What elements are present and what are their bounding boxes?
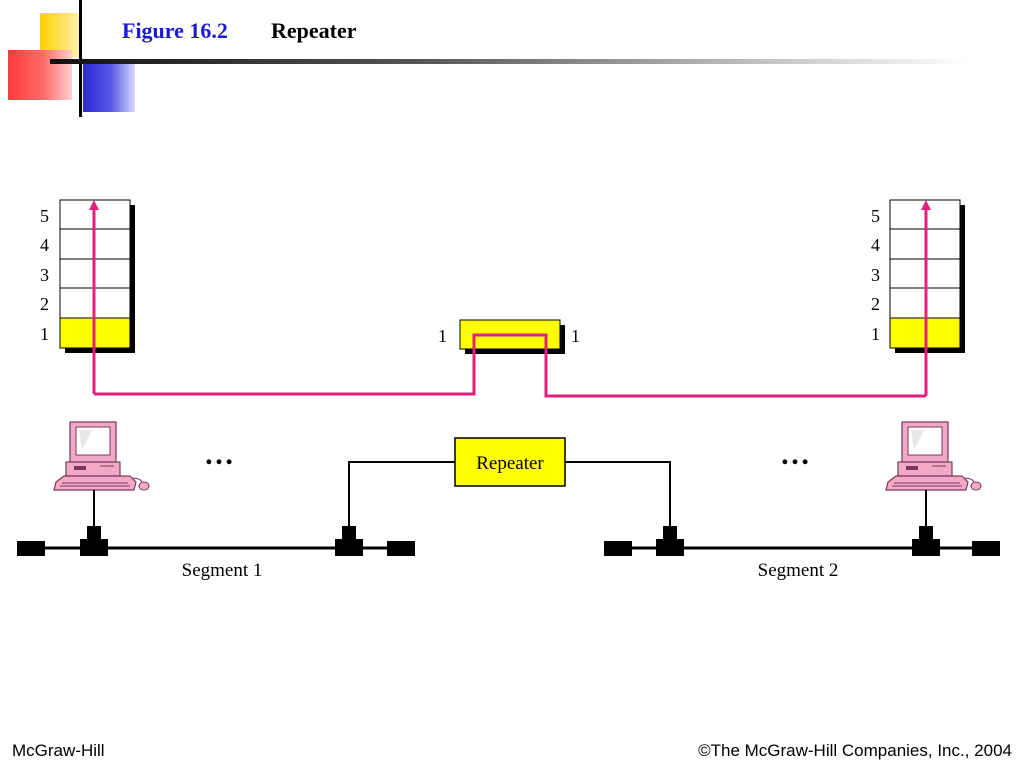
footer-copyright: ©The McGraw-Hill Companies, Inc., 2004: [698, 741, 1012, 760]
t-connector: [912, 490, 940, 556]
t-connector: [656, 526, 684, 556]
left-layer-label: 4: [40, 235, 49, 255]
left-layer-label: 2: [40, 294, 49, 314]
computer-icon: [885, 421, 982, 491]
right-layer-label: 5: [871, 206, 880, 226]
ellipsis-right: …: [780, 438, 810, 471]
footer-publisher: McGraw-Hill: [12, 741, 105, 760]
left-layer-label: 5: [40, 206, 49, 226]
figure-title: Repeater: [271, 18, 357, 43]
repeater-layer-right-label: 1: [571, 326, 580, 346]
right-layer-label: 1: [871, 324, 880, 344]
corner-decoration-line: [79, 0, 82, 117]
segment-2-cable: [604, 490, 1000, 556]
figure-label: Figure 16.2: [122, 18, 228, 43]
terminator: [17, 541, 45, 556]
right-layer-label: 3: [871, 265, 880, 285]
segment-2-label: Segment 2: [758, 560, 839, 581]
right-layer-label: 2: [871, 294, 880, 314]
signal-path-through-repeater: [94, 333, 926, 398]
terminator: [972, 541, 1000, 556]
segment-1-cable: [17, 490, 415, 556]
segment-1-label: Segment 1: [182, 560, 263, 581]
right-layer-label: 4: [871, 235, 880, 255]
terminator: [604, 541, 632, 556]
left-layer-stack: 5 4 3 2 1: [40, 199, 135, 353]
terminator: [387, 541, 415, 556]
left-layer-label: 3: [40, 265, 49, 285]
ellipsis-left: …: [204, 438, 234, 471]
repeater-connection: Repeater: [348, 437, 671, 540]
title-rule: [50, 59, 970, 64]
right-layer-stack: 5 4 3 2 1: [871, 199, 965, 353]
repeater-layer-left-label: 1: [438, 326, 447, 346]
repeater-device-label: Repeater: [476, 453, 544, 474]
corner-decoration-red: [8, 50, 72, 100]
repeater-layer-box: 1 1: [438, 319, 580, 354]
repeater-device: [454, 437, 566, 487]
computer-icon: [53, 421, 150, 491]
corner-decoration-yellow: [40, 13, 82, 57]
t-connector: [80, 490, 108, 556]
t-connector: [335, 526, 363, 556]
left-layer-label: 1: [40, 324, 49, 344]
corner-decoration-blue: [83, 62, 135, 112]
